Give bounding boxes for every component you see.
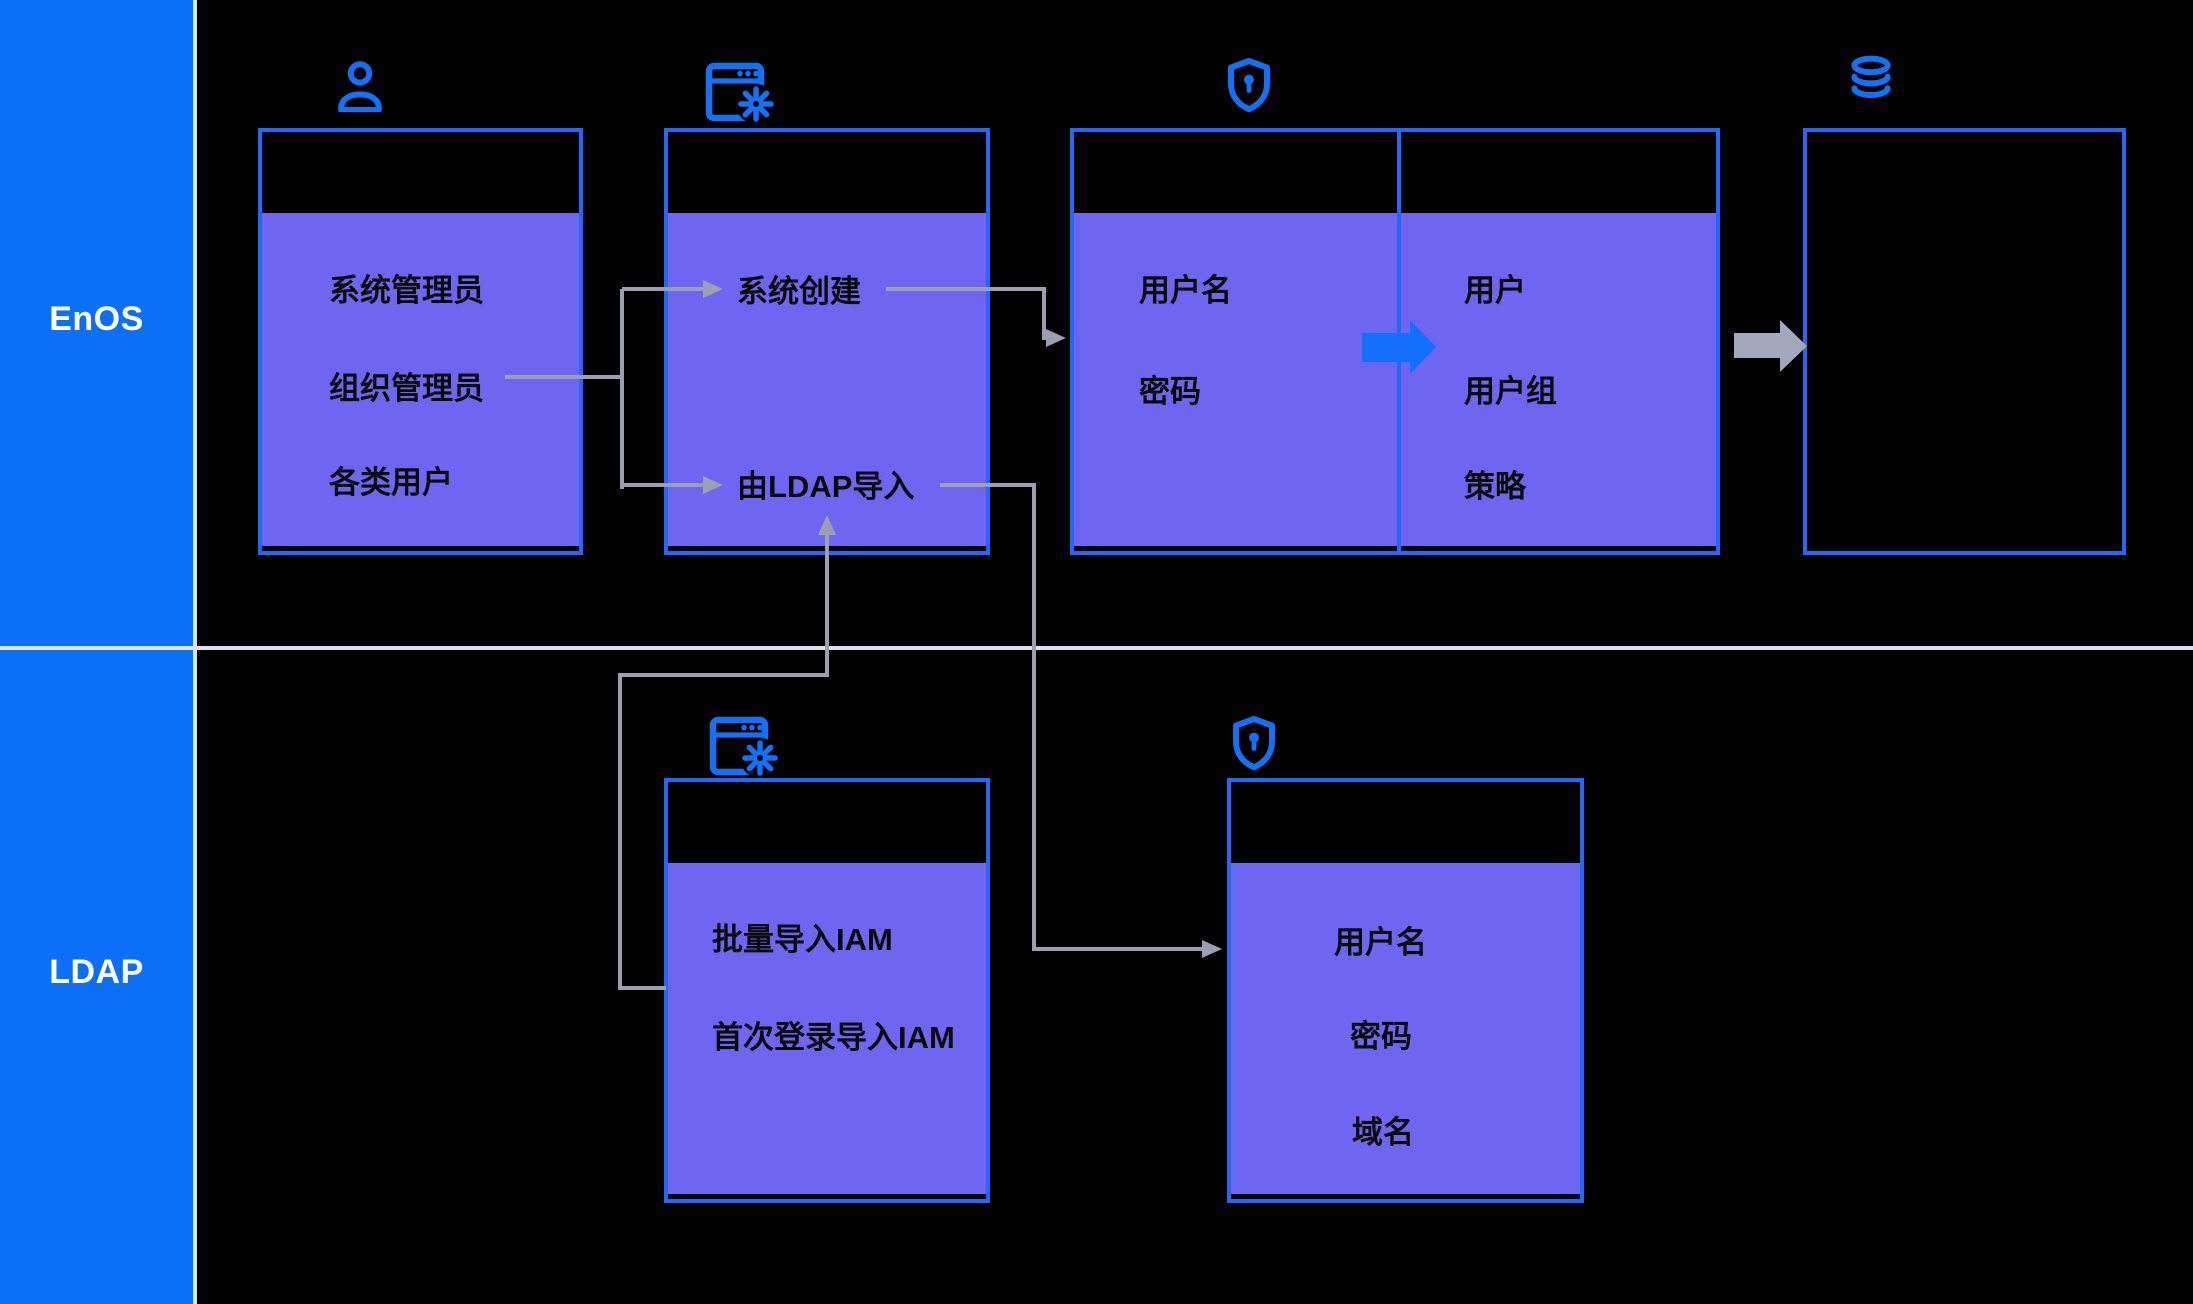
user-type-label: 组织管理员 (329, 371, 484, 406)
shield-keyhole-icon (1233, 716, 1275, 771)
arrowhead-ldap-import (703, 476, 723, 494)
credentials-to-entities-arrow-tail (1362, 333, 1410, 362)
user-type-label: 各类用户 (329, 465, 453, 500)
connector-orgadmin-out (505, 375, 624, 379)
swimlane-sidebar: EnOS LDAP (0, 0, 197, 1304)
arrowhead-system-create (703, 280, 723, 298)
creation-method-label: 由LDAP导入 (737, 469, 915, 504)
connector-importbox-out (618, 986, 666, 990)
connector-create-out-v (1042, 287, 1046, 340)
connector-ldapimport-down (1032, 483, 1036, 951)
connector-split-vertical (620, 289, 624, 489)
account-field-label: 用户名 (1334, 925, 1427, 960)
connector-loop-into-box (825, 533, 829, 677)
enos-storage-box (1803, 128, 2126, 555)
ldap-import-box-body (668, 863, 986, 1194)
enos-users-box-body (262, 213, 579, 546)
app-window-gear-icon (709, 716, 780, 776)
connector-to-system-create (622, 287, 703, 291)
enos-iam-box-body (1074, 213, 1716, 546)
connector-loop-up (618, 673, 622, 990)
lane-divider (0, 646, 2193, 650)
lane-label-ldap: LDAP (49, 953, 144, 991)
iam-to-storage-arrow-tail (1734, 333, 1780, 358)
connector-ldapimport-out-h (940, 483, 1036, 487)
iam-entity-label: 用户组 (1464, 374, 1557, 409)
enos-users-box (258, 128, 583, 555)
iam-to-storage-arrow-head (1780, 320, 1807, 372)
credential-label: 用户名 (1139, 273, 1232, 308)
connector-create-out-h (886, 287, 1046, 291)
import-method-label: 批量导入IAM (712, 922, 893, 957)
arrowhead-into-iam (1046, 329, 1066, 347)
shield-keyhole-icon (1228, 58, 1270, 113)
credentials-to-entities-arrow-head (1410, 320, 1436, 374)
creation-method-label: 系统创建 (737, 274, 861, 309)
connector-to-ldap-import (622, 483, 703, 487)
app-window-gear-icon (705, 62, 776, 122)
person-icon (338, 61, 382, 112)
account-field-label: 域名 (1352, 1115, 1414, 1150)
credential-label: 密码 (1139, 374, 1201, 409)
ldap-account-box-body (1231, 863, 1580, 1194)
account-field-label: 密码 (1350, 1019, 1412, 1054)
ldap-import-box (664, 778, 990, 1203)
iam-entity-label: 策略 (1464, 469, 1526, 504)
lane-label-enos: EnOS (49, 300, 144, 338)
arrowhead-up-ldap-import (818, 515, 836, 535)
ldap-account-box (1227, 778, 1584, 1203)
import-method-label: 首次登录导入IAM (712, 1020, 955, 1055)
connector-to-account-box (1032, 947, 1202, 951)
user-type-label: 系统管理员 (329, 273, 484, 308)
iam-entity-label: 用户 (1464, 273, 1526, 308)
connector-loop-top (618, 673, 829, 677)
database-icon (1851, 55, 1891, 98)
arrowhead-account-box (1202, 940, 1222, 958)
